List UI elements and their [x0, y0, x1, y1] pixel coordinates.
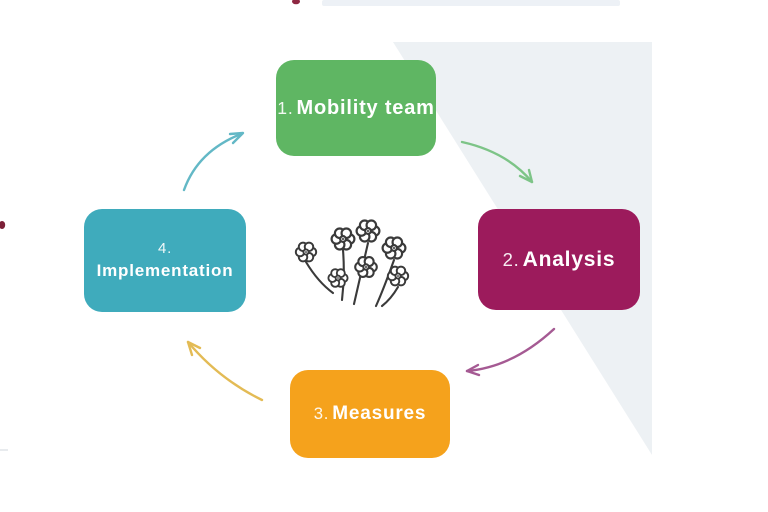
step-number: 2. — [502, 248, 520, 270]
bottom-left-tick — [0, 449, 8, 451]
arrow-measures-to-implementation-icon — [186, 340, 264, 402]
flower-bouquet-icon — [294, 219, 410, 308]
step-box-mobility-team: 1.Mobility team — [276, 60, 436, 156]
left-red-mark — [0, 221, 6, 229]
step-number: 4. — [157, 239, 173, 257]
step-title: Measures — [332, 402, 427, 424]
step-box-label: 3.Measures — [314, 402, 427, 427]
step-box-label: 1.Mobility team — [277, 95, 434, 121]
step-box-analysis: 2.Analysis — [478, 209, 640, 310]
step-box-label: 2.Analysis — [503, 246, 616, 273]
top-red-mark — [292, 0, 300, 5]
step-title: Analysis — [522, 247, 616, 271]
step-box-implementation: 4. Implementation — [84, 209, 246, 312]
arrow-implementation-to-mobility-icon — [182, 131, 245, 192]
step-title: Mobility team — [296, 97, 435, 119]
step-box-measures: 3.Measures — [290, 370, 450, 458]
step-number: 1. — [277, 98, 294, 118]
top-strip — [322, 0, 620, 6]
step-title: Implementation — [96, 261, 234, 281]
step-box-label: 4. Implementation — [97, 239, 234, 283]
step-number: 3. — [313, 403, 330, 423]
arrow-mobility-to-analysis-icon — [460, 140, 534, 184]
arrow-analysis-to-measures-icon — [465, 327, 556, 377]
